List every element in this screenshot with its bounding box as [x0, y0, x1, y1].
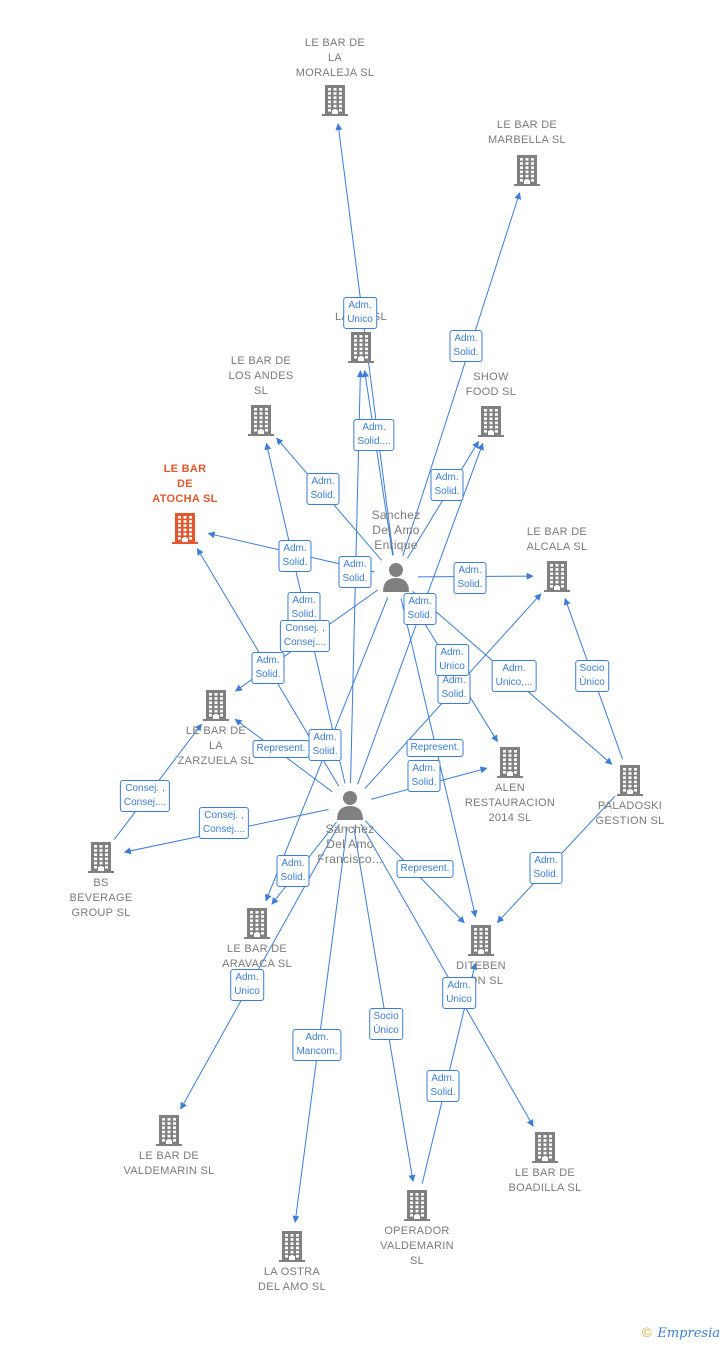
role-badge[interactable]: Adm. Solid. — [430, 469, 464, 501]
role-badge[interactable]: Socio Único — [369, 1008, 403, 1040]
building-icon — [357, 1188, 477, 1222]
edge-enrique-diteben — [400, 598, 478, 918]
role-badge[interactable]: Consej. , Consej.... — [119, 780, 171, 812]
company-node[interactable]: LE BAR DE LOS ANDES SL — [201, 354, 321, 439]
building-icon — [232, 1229, 352, 1263]
node-label: LE BAR DE ARAVACA SL — [222, 943, 292, 970]
company-node[interactable]: BS BEVERAGE GROUP SL — [41, 838, 161, 921]
role-badge[interactable]: Adm. Mancom. — [292, 1029, 342, 1061]
building-icon — [421, 923, 541, 957]
role-badge[interactable]: Adm. Solid. — [529, 852, 563, 884]
node-label: LE BAR DE LOS ANDES SL — [228, 355, 294, 397]
edge-francisco-valdemarin — [180, 823, 340, 1110]
role-badge[interactable]: Represent. — [396, 860, 454, 878]
node-label: Sanchez Del Amo Enrique — [371, 508, 421, 552]
edge-francisco-operador — [353, 826, 416, 1183]
edge-enrique-la_sl — [362, 370, 394, 556]
role-badge[interactable]: Consej. , Consej.... — [279, 620, 331, 652]
building-icon — [450, 745, 570, 779]
company-node[interactable]: SHOW FOOD SL — [431, 370, 551, 440]
building-icon — [497, 559, 617, 593]
role-badge[interactable]: Adm. Unico — [442, 977, 476, 1009]
edge-francisco-la_ostra — [292, 826, 348, 1223]
company-node[interactable]: LE BAR DE LA MORALEJA SL — [275, 36, 395, 119]
role-badge[interactable]: Represent. — [406, 739, 464, 757]
person-node[interactable]: Sanchez Del Amo Francisco... — [290, 788, 410, 867]
building-icon — [201, 403, 321, 437]
node-label: PALADOSKI GESTION SL — [595, 800, 665, 827]
empresia-logo: © Empresia — [640, 1326, 720, 1341]
company-node[interactable]: OPERADOR VALDEMARIN SL — [357, 1186, 477, 1269]
building-icon — [485, 1130, 605, 1164]
building-icon — [41, 840, 161, 874]
node-label: DITEBEN ...ON SL — [456, 960, 506, 987]
role-badge[interactable]: Adm. Solid. — [338, 556, 372, 588]
role-badge[interactable]: Adm. Solid. — [276, 855, 310, 887]
person-icon — [336, 562, 456, 592]
role-badge[interactable]: Adm. Solid. — [407, 760, 441, 792]
company-node[interactable]: LE BAR DE ATOCHA SL — [125, 462, 245, 547]
role-badge[interactable]: Adm. Unico — [435, 644, 469, 676]
role-badge[interactable]: Consej. , Consej.... — [198, 807, 250, 839]
role-badge[interactable]: Adm. Solid. — [403, 593, 437, 625]
building-icon — [156, 688, 276, 722]
node-label: LE BAR DE MARBELLA SL — [488, 119, 566, 146]
company-node[interactable]: LE BAR DE ARAVACA SL — [197, 904, 317, 972]
role-badge[interactable]: Adm. Solid. — [453, 562, 487, 594]
node-label: LA OSTRA DEL AMO SL — [257, 1266, 326, 1293]
role-badge[interactable]: Adm. Solid. — [287, 592, 321, 624]
node-label: LE BAR DE BOADILLA SL — [508, 1167, 582, 1194]
node-label: LE BAR DE ALCALA SL — [526, 526, 588, 553]
company-node[interactable]: LA OSTRA DEL AMO SL — [232, 1227, 352, 1295]
company-node[interactable]: LE BAR DE VALDEMARIN SL — [109, 1111, 229, 1179]
node-label: LE BAR DE ATOCHA SL — [152, 463, 218, 505]
node-label: ALEN RESTAURACION 2014 SL — [464, 782, 556, 824]
node-label: BS BEVERAGE GROUP SL — [69, 877, 133, 919]
role-badge[interactable]: Adm. Unico,... — [491, 660, 537, 692]
node-label: SHOW FOOD SL — [465, 371, 517, 398]
role-badge[interactable]: Adm. Solid. — [278, 540, 312, 572]
company-node[interactable]: LE BAR DE LA ZARZUELA SL — [156, 686, 276, 769]
role-badge[interactable]: Socio Único — [575, 660, 609, 692]
company-node[interactable]: PALADOSKI GESTION SL — [570, 761, 690, 829]
role-badge[interactable]: Adm. Unico — [343, 297, 377, 329]
role-badge[interactable]: Adm. Solid. — [426, 1070, 460, 1102]
role-badge[interactable]: Adm. Solid. — [437, 672, 471, 704]
person-icon — [290, 790, 410, 820]
building-icon — [275, 83, 395, 117]
person-node[interactable]: Sanchez Del Amo Enrique — [336, 508, 456, 594]
building-icon — [125, 511, 245, 545]
company-node[interactable]: LE BAR DE ALCALA SL — [497, 525, 617, 595]
role-badge[interactable]: Adm. Solid. — [449, 330, 483, 362]
building-icon — [431, 404, 551, 438]
role-badge[interactable]: Adm. Solid. — [306, 473, 340, 505]
edge-enrique-marbella — [402, 192, 522, 557]
company-node[interactable]: DITEBEN ...ON SL — [421, 921, 541, 989]
role-badge[interactable]: Adm. Solid.... — [353, 419, 395, 451]
role-badge[interactable]: Adm. Solid. — [251, 652, 285, 684]
company-node[interactable]: LE BAR DE BOADILLA SL — [485, 1128, 605, 1196]
company-node[interactable]: ALEN RESTAURACION 2014 SL — [450, 743, 570, 826]
edge-francisco-boadilla — [360, 823, 534, 1127]
building-icon — [197, 906, 317, 940]
building-icon — [109, 1113, 229, 1147]
node-label: LE BAR DE VALDEMARIN SL — [123, 1150, 215, 1177]
role-badge[interactable]: Represent. — [252, 740, 310, 758]
role-badge[interactable]: Adm. Unico — [230, 969, 264, 1001]
company-node[interactable]: LE BAR DE MARBELLA SL — [467, 118, 587, 189]
node-label: LE BAR DE LA MORALEJA SL — [295, 37, 375, 79]
building-icon — [301, 330, 421, 364]
building-icon — [570, 763, 690, 797]
building-icon — [467, 153, 587, 187]
node-label: LE BAR DE LA ZARZUELA SL — [177, 725, 255, 767]
node-label: Sanchez Del Amo Francisco... — [317, 822, 383, 866]
role-badge[interactable]: Adm. Solid. — [308, 729, 342, 761]
node-label: OPERADOR VALDEMARIN SL — [380, 1225, 454, 1267]
